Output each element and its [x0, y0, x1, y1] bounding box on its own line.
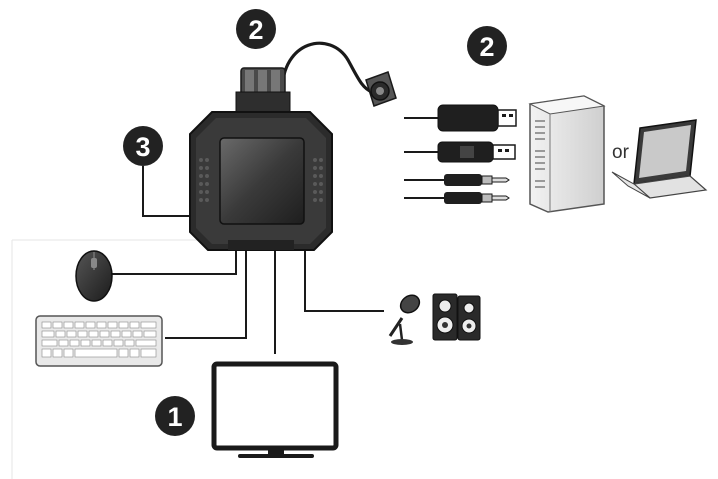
callout-console-cable: 2: [236, 9, 276, 49]
callout-monitor: 1: [155, 396, 195, 436]
callout-number: 3: [135, 132, 150, 162]
callout-computer-cable: 2: [467, 26, 507, 66]
console-cable: [280, 41, 373, 94]
mouse-icon: [75, 250, 113, 302]
tower-pc-icon: [528, 95, 606, 213]
remote-port-selector-icon: [365, 71, 397, 107]
keyboard-cable: [165, 248, 247, 339]
usb-plug-icon: [437, 104, 517, 132]
speakers-icon: [432, 293, 481, 341]
remote-cable: [142, 166, 190, 217]
keyboard-icon: [35, 315, 163, 367]
callout-number: 2: [248, 15, 263, 45]
microphone-icon: [388, 294, 421, 345]
monitor-icon: [211, 361, 339, 458]
audio-plug-icon: [444, 174, 510, 186]
kvm-switch-icon: [189, 67, 333, 251]
audio-plug-icon: [444, 192, 510, 204]
mouse-cable: [112, 248, 237, 275]
callout-number: 1: [167, 402, 182, 432]
laptop-icon: [611, 119, 708, 199]
alternative-label: or: [612, 142, 630, 163]
cables: [112, 41, 444, 354]
callout-number: 2: [479, 32, 494, 62]
usb-plug-icon: [437, 141, 516, 163]
audio-device-cable: [304, 248, 384, 312]
callout-remote: 3: [123, 126, 163, 166]
